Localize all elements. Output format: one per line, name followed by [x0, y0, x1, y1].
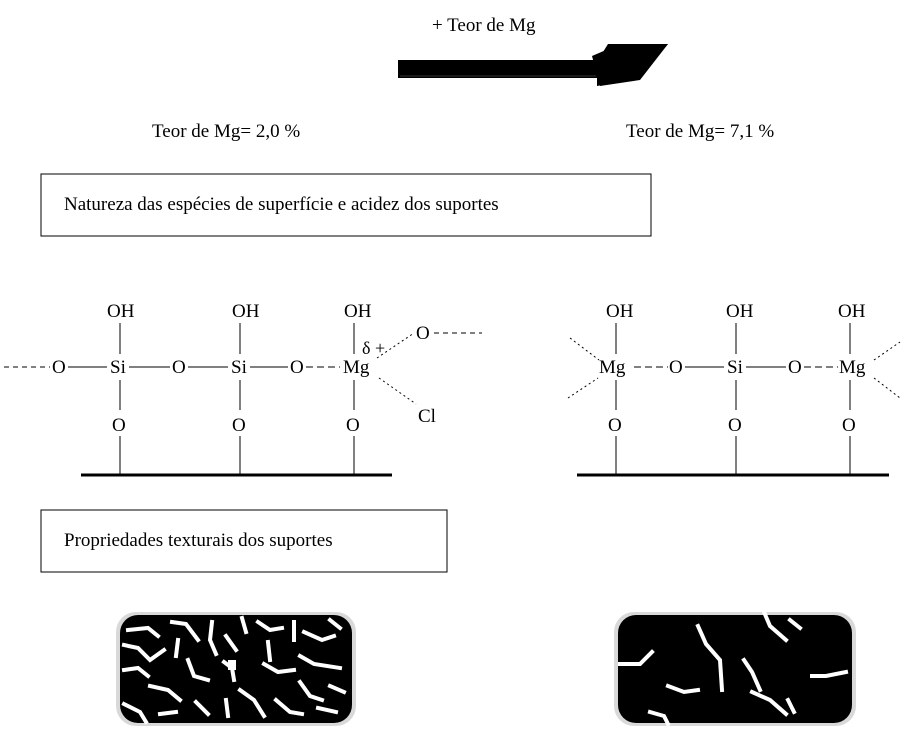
left-o-low-2: O [232, 415, 246, 436]
right-o-1: O [669, 357, 683, 378]
right-pore-texture [614, 609, 856, 727]
right-mg-2: Mg [839, 357, 866, 378]
arrow-label: + Teor de Mg [432, 15, 536, 36]
left-pore-texture [116, 612, 356, 726]
right-o-2: O [788, 357, 802, 378]
right-oh-3: OH [838, 301, 866, 322]
right-o-low-1: O [608, 415, 622, 436]
left-cl: Cl [418, 406, 436, 427]
right-content-label: Teor de Mg= 7,1 % [626, 121, 774, 142]
left-oh-1: OH [107, 301, 135, 322]
left-o-3: O [290, 357, 304, 378]
left-si-2: Si [231, 357, 247, 378]
right-o-low-2: O [728, 415, 742, 436]
left-o-low-3: O [346, 415, 360, 436]
left-si-1: Si [110, 357, 126, 378]
surface-species-box [40, 173, 652, 237]
left-o-1: O [52, 357, 66, 378]
left-o-low-1: O [112, 415, 126, 436]
textural-properties-text: Propriedades texturais dos suportes [64, 530, 333, 551]
left-oh-3: OH [344, 301, 372, 322]
right-oh-1: OH [606, 301, 634, 322]
direction-arrow [398, 44, 668, 86]
right-mg-1: Mg [599, 357, 626, 378]
surface-species-text: Natureza das espécies de superfície e ac… [64, 194, 499, 215]
left-o-2: O [172, 357, 186, 378]
right-surface-structure: OH OH OH Mg O Si O Mg O O O [567, 301, 901, 477]
right-si-1: Si [727, 357, 743, 378]
textural-properties-box [40, 509, 448, 573]
left-delta-plus: δ + [362, 338, 385, 358]
right-o-low-3: O [842, 415, 856, 436]
left-surface-structure: OH OH OH δ + O Si O Si O Mg O Cl O O O [4, 301, 482, 477]
right-oh-2: OH [726, 301, 754, 322]
left-oh-2: OH [232, 301, 260, 322]
left-content-label: Teor de Mg= 2,0 % [152, 121, 300, 142]
left-mg-1: Mg [343, 357, 370, 378]
left-o-ext: O [416, 323, 430, 344]
